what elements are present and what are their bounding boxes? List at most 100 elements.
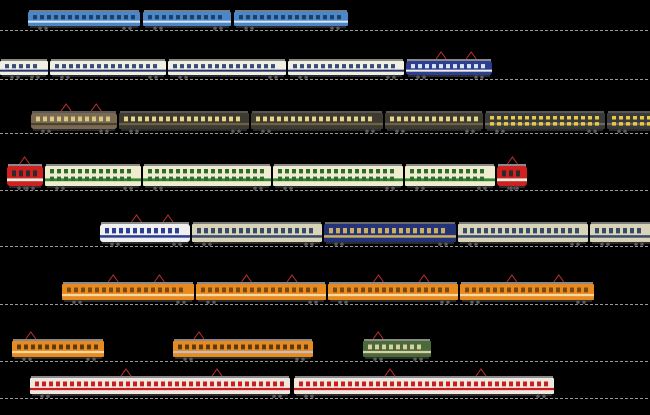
window [467,381,471,387]
window [504,116,508,120]
window [197,176,201,181]
pantograph [418,274,430,283]
window [516,381,520,387]
window [382,287,386,293]
wheel [581,299,587,305]
window [248,344,252,350]
window [525,116,529,120]
wheel [479,74,485,80]
window [484,227,488,234]
window [384,64,388,69]
window [155,176,159,181]
livery-stripe [31,122,117,126]
window [201,116,205,122]
vehicle-coach [0,59,48,80]
window [229,64,233,69]
window [350,227,354,234]
window [236,287,240,293]
vehicle-roof [459,222,587,225]
window [162,15,166,20]
window [542,287,546,293]
window [199,344,203,350]
vehicle-double-deck [405,164,495,191]
vehicle-double-deck [273,164,403,191]
window [333,287,337,293]
wheel [414,185,420,191]
underframe [330,300,456,302]
window [161,227,165,234]
window [406,227,410,234]
window [213,344,217,350]
window [173,116,177,122]
wheel [40,128,46,134]
window [425,116,429,122]
vehicle-emu [294,368,554,399]
vehicle-roof [274,164,402,167]
window [62,64,66,69]
window [190,176,194,181]
window [459,169,463,174]
pantograph [465,51,477,60]
window [148,176,152,181]
window [633,116,637,120]
window [83,64,87,69]
window [211,169,215,174]
wheel [134,128,140,134]
livery-stripe [485,122,605,126]
vehicle-locomotive [31,103,117,134]
wheel [277,393,283,399]
window [210,381,214,387]
window [59,344,63,350]
window [140,381,144,387]
window [299,287,303,293]
wheel [258,185,264,191]
underframe [52,75,164,77]
wheel [391,74,397,80]
window [363,64,367,69]
window [334,169,338,174]
window [47,15,51,20]
window [570,287,574,293]
window [383,381,387,387]
livery-stripe [288,69,404,72]
wheel [158,25,164,31]
vehicle-coach [192,222,322,247]
window [35,381,39,387]
window [626,122,630,126]
wheel [152,25,158,31]
window [313,176,317,181]
window [140,227,144,234]
window [544,381,548,387]
livery-stripe [234,20,348,23]
vehicle-coach [324,222,456,247]
window [446,64,450,69]
wheel [470,128,476,134]
window [144,287,148,293]
window [50,116,54,122]
wheel [467,241,473,247]
window [497,116,501,120]
window [138,116,142,122]
wheel [385,74,391,80]
vehicle-roof [46,164,140,167]
window [467,64,471,69]
window [176,169,180,174]
window [92,169,96,174]
wheel [335,25,341,31]
window [341,176,345,181]
window [31,344,35,350]
window [236,116,240,122]
window [145,116,149,122]
window [460,64,464,69]
window [260,176,264,181]
window [196,381,200,387]
window [417,287,421,293]
window [453,116,457,122]
underframe [32,394,288,396]
wheel [535,393,541,399]
window [491,227,495,234]
vehicle-roof [144,10,230,13]
window [84,381,88,387]
vehicle-coach [458,222,588,247]
wheel [445,299,451,305]
